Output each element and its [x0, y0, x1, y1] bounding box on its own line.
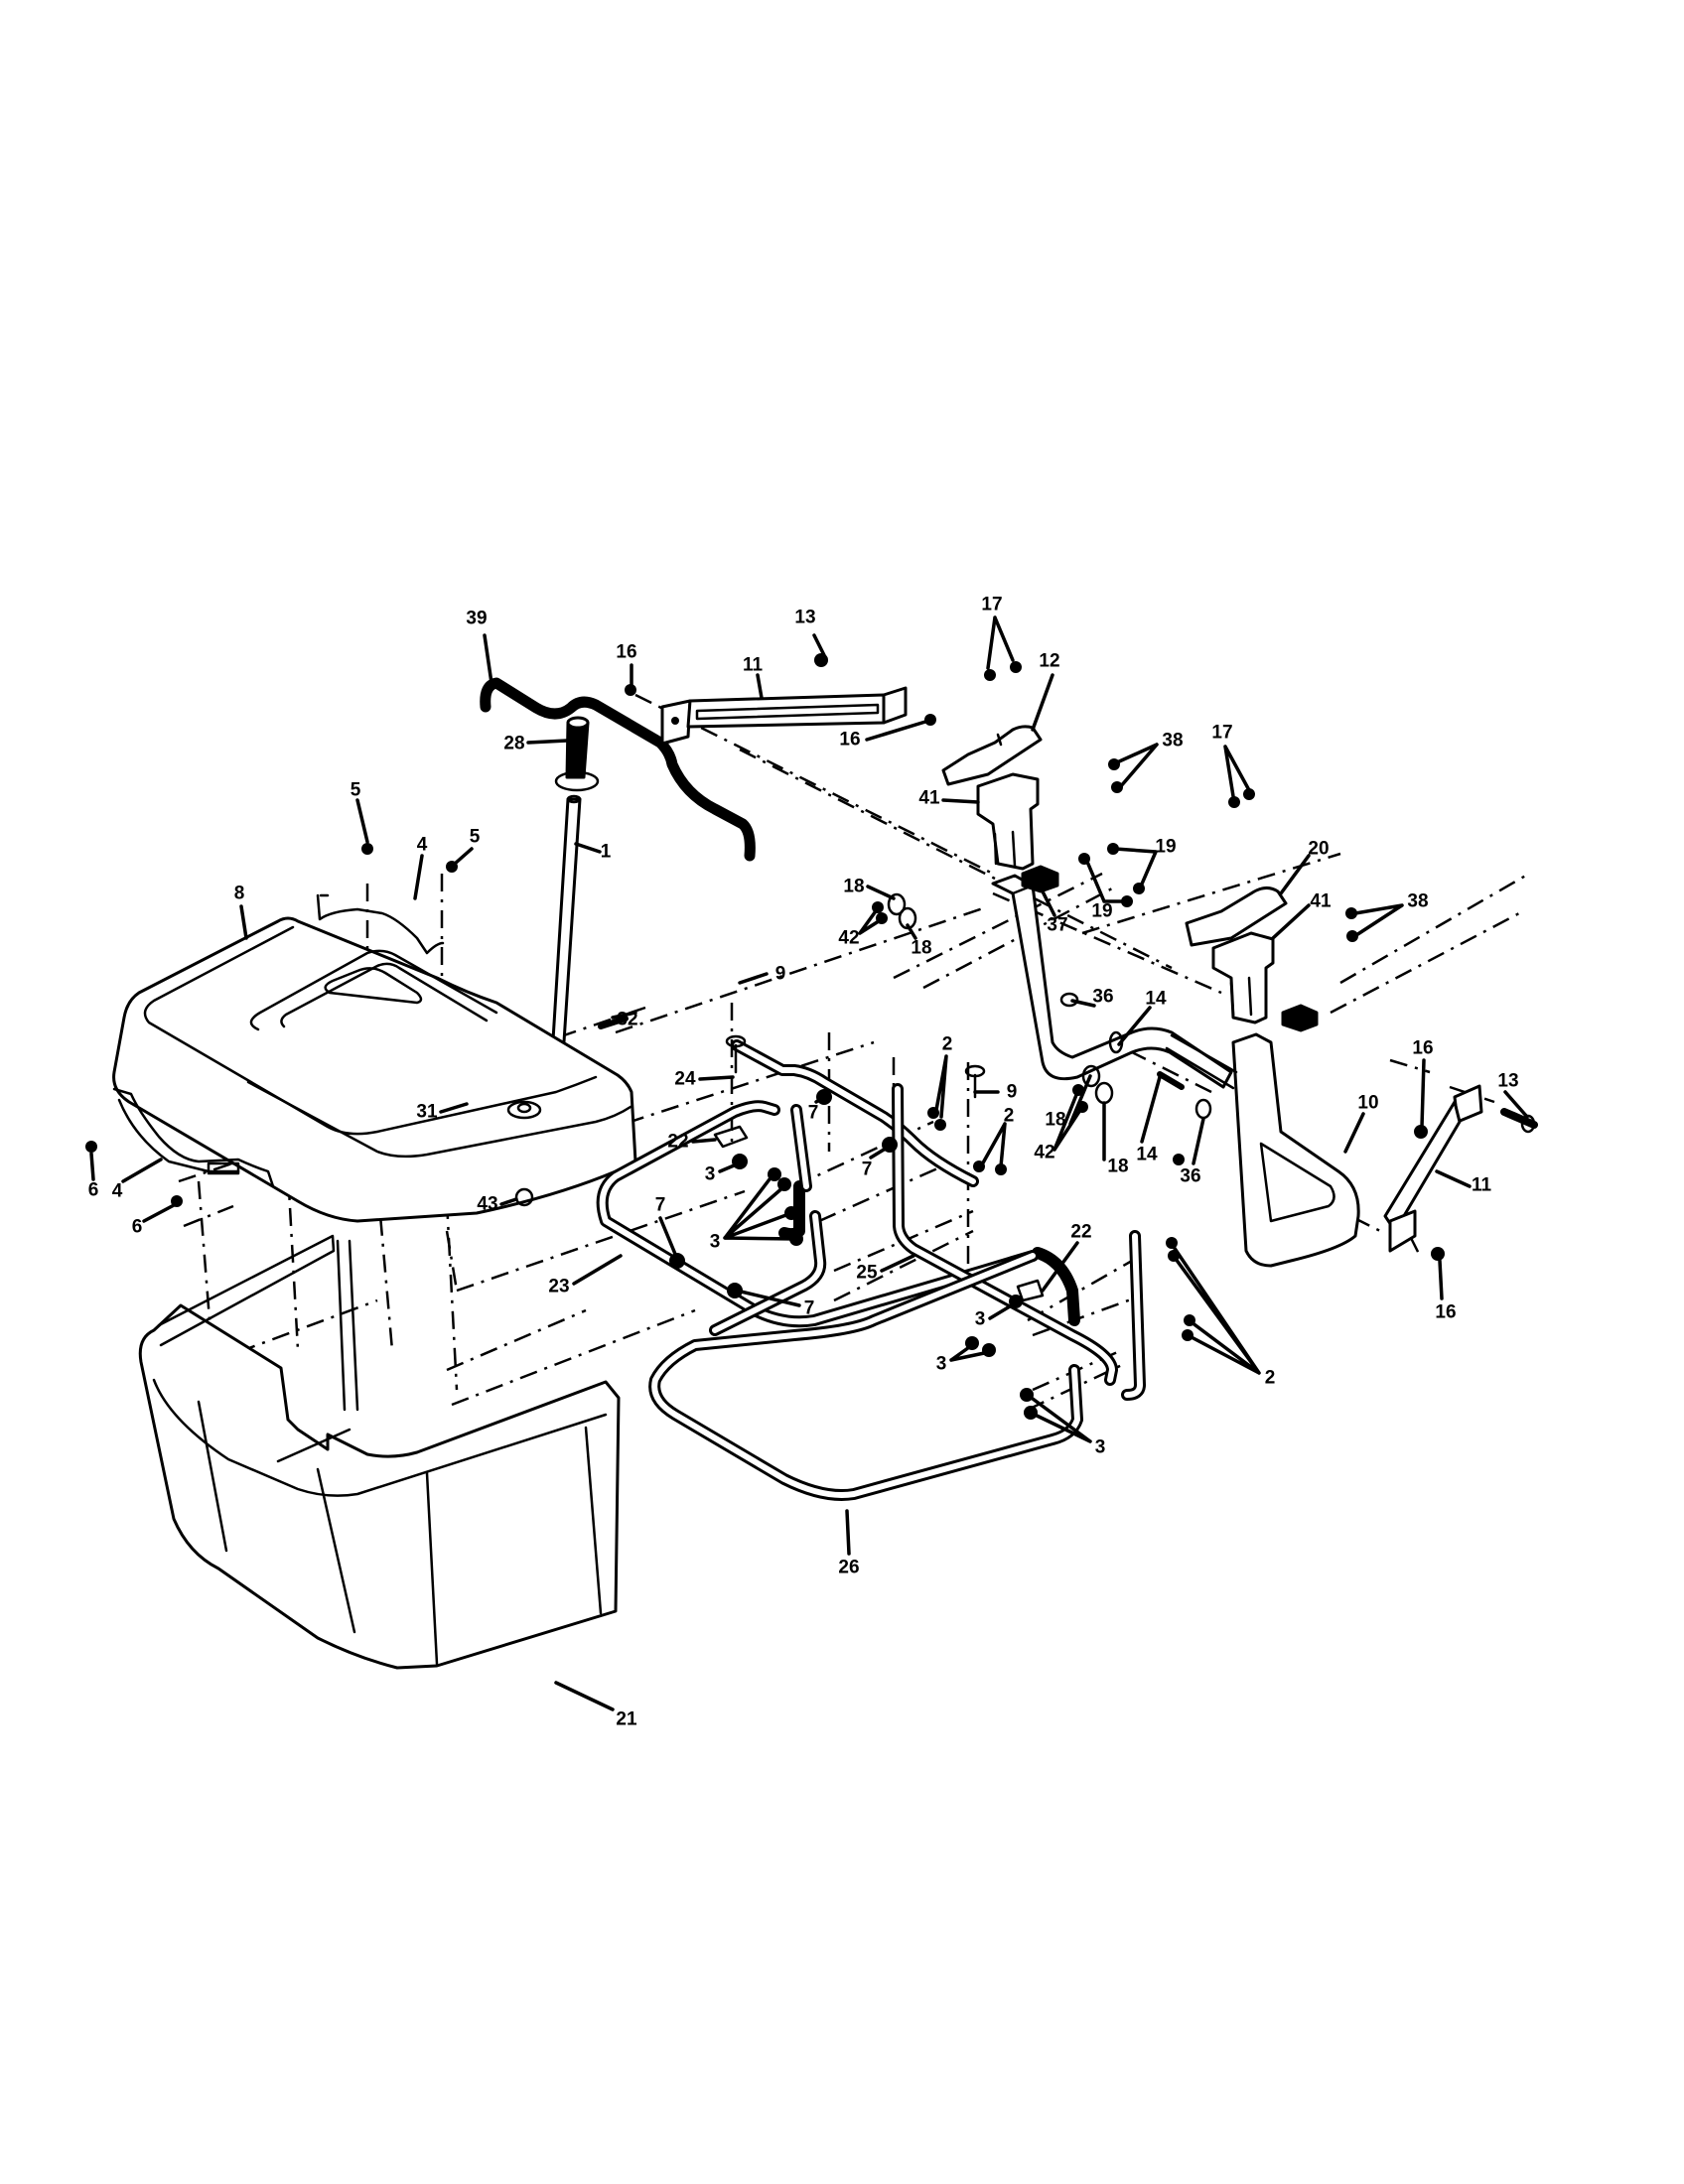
part-11-brace-top	[660, 686, 908, 746]
part-21-bag	[138, 1234, 621, 1670]
callout-label-18: 18	[911, 937, 932, 959]
callout-label-24: 24	[674, 1068, 696, 1090]
callout-label-16: 16	[1412, 1037, 1434, 1059]
callout-label-9: 9	[774, 963, 786, 985]
part-12-bracket	[941, 725, 1043, 786]
callout-label-26: 26	[838, 1557, 860, 1578]
callout-label-11: 11	[1471, 1174, 1492, 1196]
callout-label-42: 42	[1034, 1142, 1055, 1163]
part-26-frame	[648, 1230, 1146, 1501]
callout-label-14: 14	[1145, 988, 1167, 1010]
callout-label-38: 38	[1407, 890, 1429, 912]
callout-label-39: 39	[466, 608, 488, 629]
callout-label-16: 16	[1435, 1301, 1457, 1323]
callout-label-5: 5	[350, 779, 361, 801]
callout-label-19: 19	[1091, 900, 1113, 922]
callout-label-41: 41	[1310, 890, 1332, 912]
callout-label-21: 21	[616, 1708, 637, 1730]
part-41-hinge-left	[976, 772, 1040, 871]
part-37-caps	[1021, 865, 1319, 1032]
callout-label-22: 22	[667, 1131, 689, 1153]
callout-label-22: 22	[1070, 1221, 1092, 1243]
callout-label-2: 2	[941, 1033, 953, 1055]
part-4-lid-handle-top	[316, 893, 445, 955]
callout-label-1: 1	[600, 841, 612, 863]
callout-label-20: 20	[1308, 838, 1330, 860]
part-8-lid	[112, 916, 637, 1223]
callout-label-36: 36	[1180, 1165, 1201, 1187]
callout-label-14: 14	[1136, 1144, 1158, 1165]
part-28-grip	[554, 716, 600, 792]
callout-label-3: 3	[1094, 1436, 1106, 1458]
callout-label-9: 9	[1006, 1081, 1018, 1103]
callout-label-43: 43	[477, 1193, 498, 1215]
callout-label-5: 5	[469, 826, 481, 848]
callout-label-3: 3	[935, 1353, 947, 1375]
callout-label-6: 6	[131, 1216, 143, 1238]
callout-label-32: 32	[617, 1009, 638, 1030]
callout-label-23: 23	[548, 1276, 570, 1297]
callout-label-7: 7	[654, 1194, 666, 1216]
callout-label-13: 13	[1497, 1070, 1519, 1092]
callout-label-12: 12	[1039, 650, 1060, 672]
callout-label-7: 7	[807, 1102, 819, 1124]
callout-label-10: 10	[1357, 1092, 1379, 1114]
callout-label-18: 18	[1045, 1109, 1066, 1131]
callout-label-3: 3	[709, 1231, 721, 1253]
callout-label-6: 6	[87, 1179, 99, 1201]
callout-label-31: 31	[416, 1101, 438, 1123]
callout-label-13: 13	[794, 607, 816, 628]
part-41-hinge-right	[1211, 931, 1275, 1024]
callout-label-18: 18	[1107, 1156, 1129, 1177]
part-25-bar	[892, 1083, 1118, 1386]
callout-label-4: 4	[416, 834, 428, 856]
callout-label-16: 16	[839, 729, 861, 751]
callout-label-11: 11	[742, 654, 764, 676]
callout-label-7: 7	[803, 1297, 815, 1319]
callout-label-38: 38	[1162, 730, 1184, 751]
callout-label-4: 4	[111, 1180, 123, 1202]
callout-label-42: 42	[838, 927, 860, 949]
callout-label-3: 3	[704, 1163, 716, 1185]
callout-label-17: 17	[1211, 722, 1233, 744]
callout-label-7: 7	[861, 1159, 873, 1180]
callout-label-37: 37	[1047, 914, 1068, 936]
callout-label-19: 19	[1155, 836, 1177, 858]
part-10-support-right	[1165, 1032, 1360, 1268]
callout-label-41: 41	[918, 787, 940, 809]
part-11-brace-right	[1383, 1084, 1483, 1253]
callout-label-36: 36	[1092, 986, 1114, 1008]
callout-label-2: 2	[1003, 1105, 1015, 1127]
callout-label-28: 28	[503, 733, 525, 754]
part-39-handle-rod	[480, 677, 756, 862]
callout-label-18: 18	[843, 876, 865, 897]
callout-label-3: 3	[974, 1308, 986, 1330]
callout-label-17: 17	[981, 594, 1003, 615]
callout-label-8: 8	[233, 883, 245, 904]
callout-label-16: 16	[616, 641, 637, 663]
callout-label-25: 25	[856, 1262, 878, 1284]
leader-lines	[89, 615, 1529, 1711]
callout-label-2: 2	[1264, 1367, 1276, 1389]
part-4-side-handle	[112, 1087, 275, 1188]
part-20-bracket	[1185, 887, 1288, 947]
